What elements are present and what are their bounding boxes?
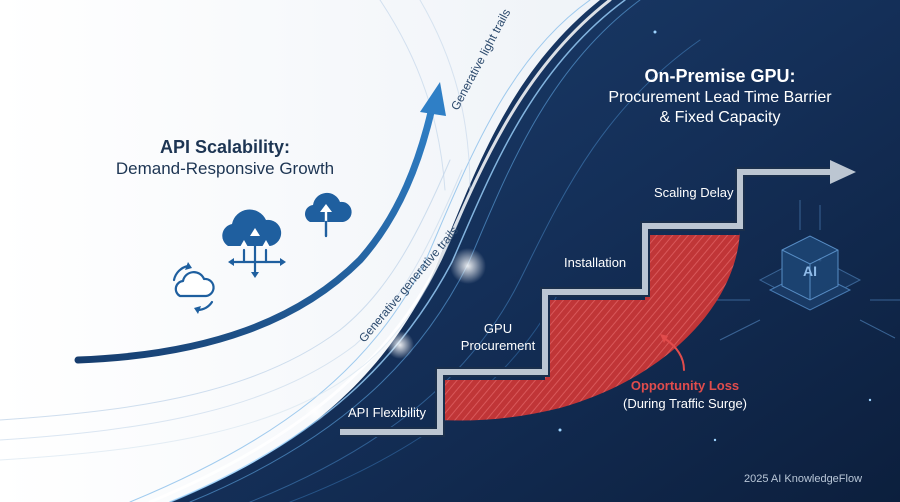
on-premise-heading: On-Premise GPU: Procurement Lead Time Ba… [560, 64, 880, 128]
growth-arrow [74, 82, 446, 364]
left-title: API Scalability: [159, 137, 291, 157]
right-subtitle-line1: Procurement Lead Time Barrier [608, 89, 832, 106]
gpu-line1: GPU [483, 321, 513, 336]
step-label-api-flexibility: API Flexibility [348, 405, 427, 420]
opportunity-loss-note: (During Traffic Surge) [622, 396, 748, 411]
copyright-text: 2025 AI KnowledgeFlow [744, 473, 863, 485]
right-title: On-Premise GPU: [644, 66, 796, 86]
ai-chip-icon [700, 200, 900, 341]
opportunity-loss-title: Opportunity Loss [630, 378, 740, 393]
opportunity-loss-label: Opportunity Loss (During Traffic Surge) [605, 377, 765, 413]
api-scalability-heading: API Scalability: Demand-Responsive Growt… [60, 136, 390, 180]
navy-region [170, 0, 900, 502]
opportunity-loss-area [440, 232, 740, 421]
step-label-gpu-procurement: GPU Procurement [452, 320, 544, 354]
step-label-installation: Installation [564, 255, 627, 270]
gpu-line2: Procurement [460, 338, 536, 353]
staircase-arrowhead [830, 160, 856, 184]
left-subtitle: Demand-Responsive Growth [115, 159, 335, 178]
step-label-scaling-delay: Scaling Delay [654, 185, 734, 200]
cloud-upload-icon [305, 192, 352, 238]
pointer-arrow [663, 337, 685, 371]
right-subtitle-line2: & Fixed Capacity [659, 109, 781, 126]
cloud-sync-icon [172, 262, 215, 314]
cloud-distribution-icon [222, 209, 286, 278]
